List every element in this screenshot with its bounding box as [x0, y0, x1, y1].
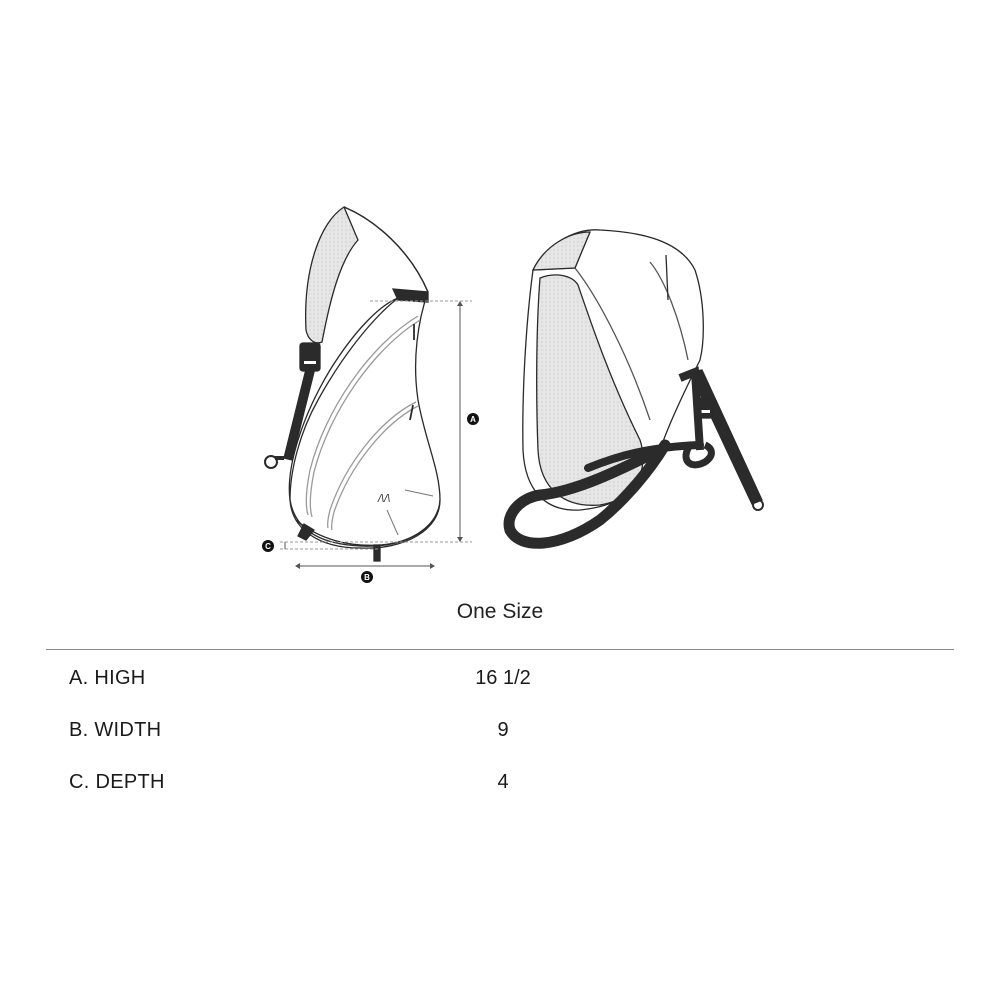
front-view: /\/\: [264, 206, 441, 562]
size-row-height: A. HIGH 16 1/2: [0, 667, 1000, 697]
bag-illustration: /\/\ A B C: [262, 206, 764, 583]
dimension-value: 16 1/2: [475, 667, 531, 689]
dimension-label: A. HIGH: [69, 667, 146, 689]
dimension-label: B. WIDTH: [69, 719, 162, 741]
dimension-label: C. DEPTH: [69, 771, 165, 793]
svg-text:C: C: [265, 542, 271, 551]
size-row-width: B. WIDTH 9: [0, 719, 1000, 749]
svg-text:B: B: [364, 573, 370, 582]
marker-c: C: [262, 540, 274, 552]
divider: [46, 649, 954, 650]
marker-b: B: [361, 571, 373, 583]
dimension-value: 9: [497, 719, 509, 741]
size-chart-title: One Size: [456, 600, 544, 623]
dimension-value: 4: [497, 771, 509, 793]
size-row-depth: C. DEPTH 4: [0, 771, 1000, 801]
svg-text:A: A: [470, 415, 476, 424]
dimension-guides: [280, 300, 472, 569]
svg-text:/\/\: /\/\: [377, 493, 390, 505]
marker-a: A: [467, 413, 479, 425]
back-view: [503, 229, 764, 549]
